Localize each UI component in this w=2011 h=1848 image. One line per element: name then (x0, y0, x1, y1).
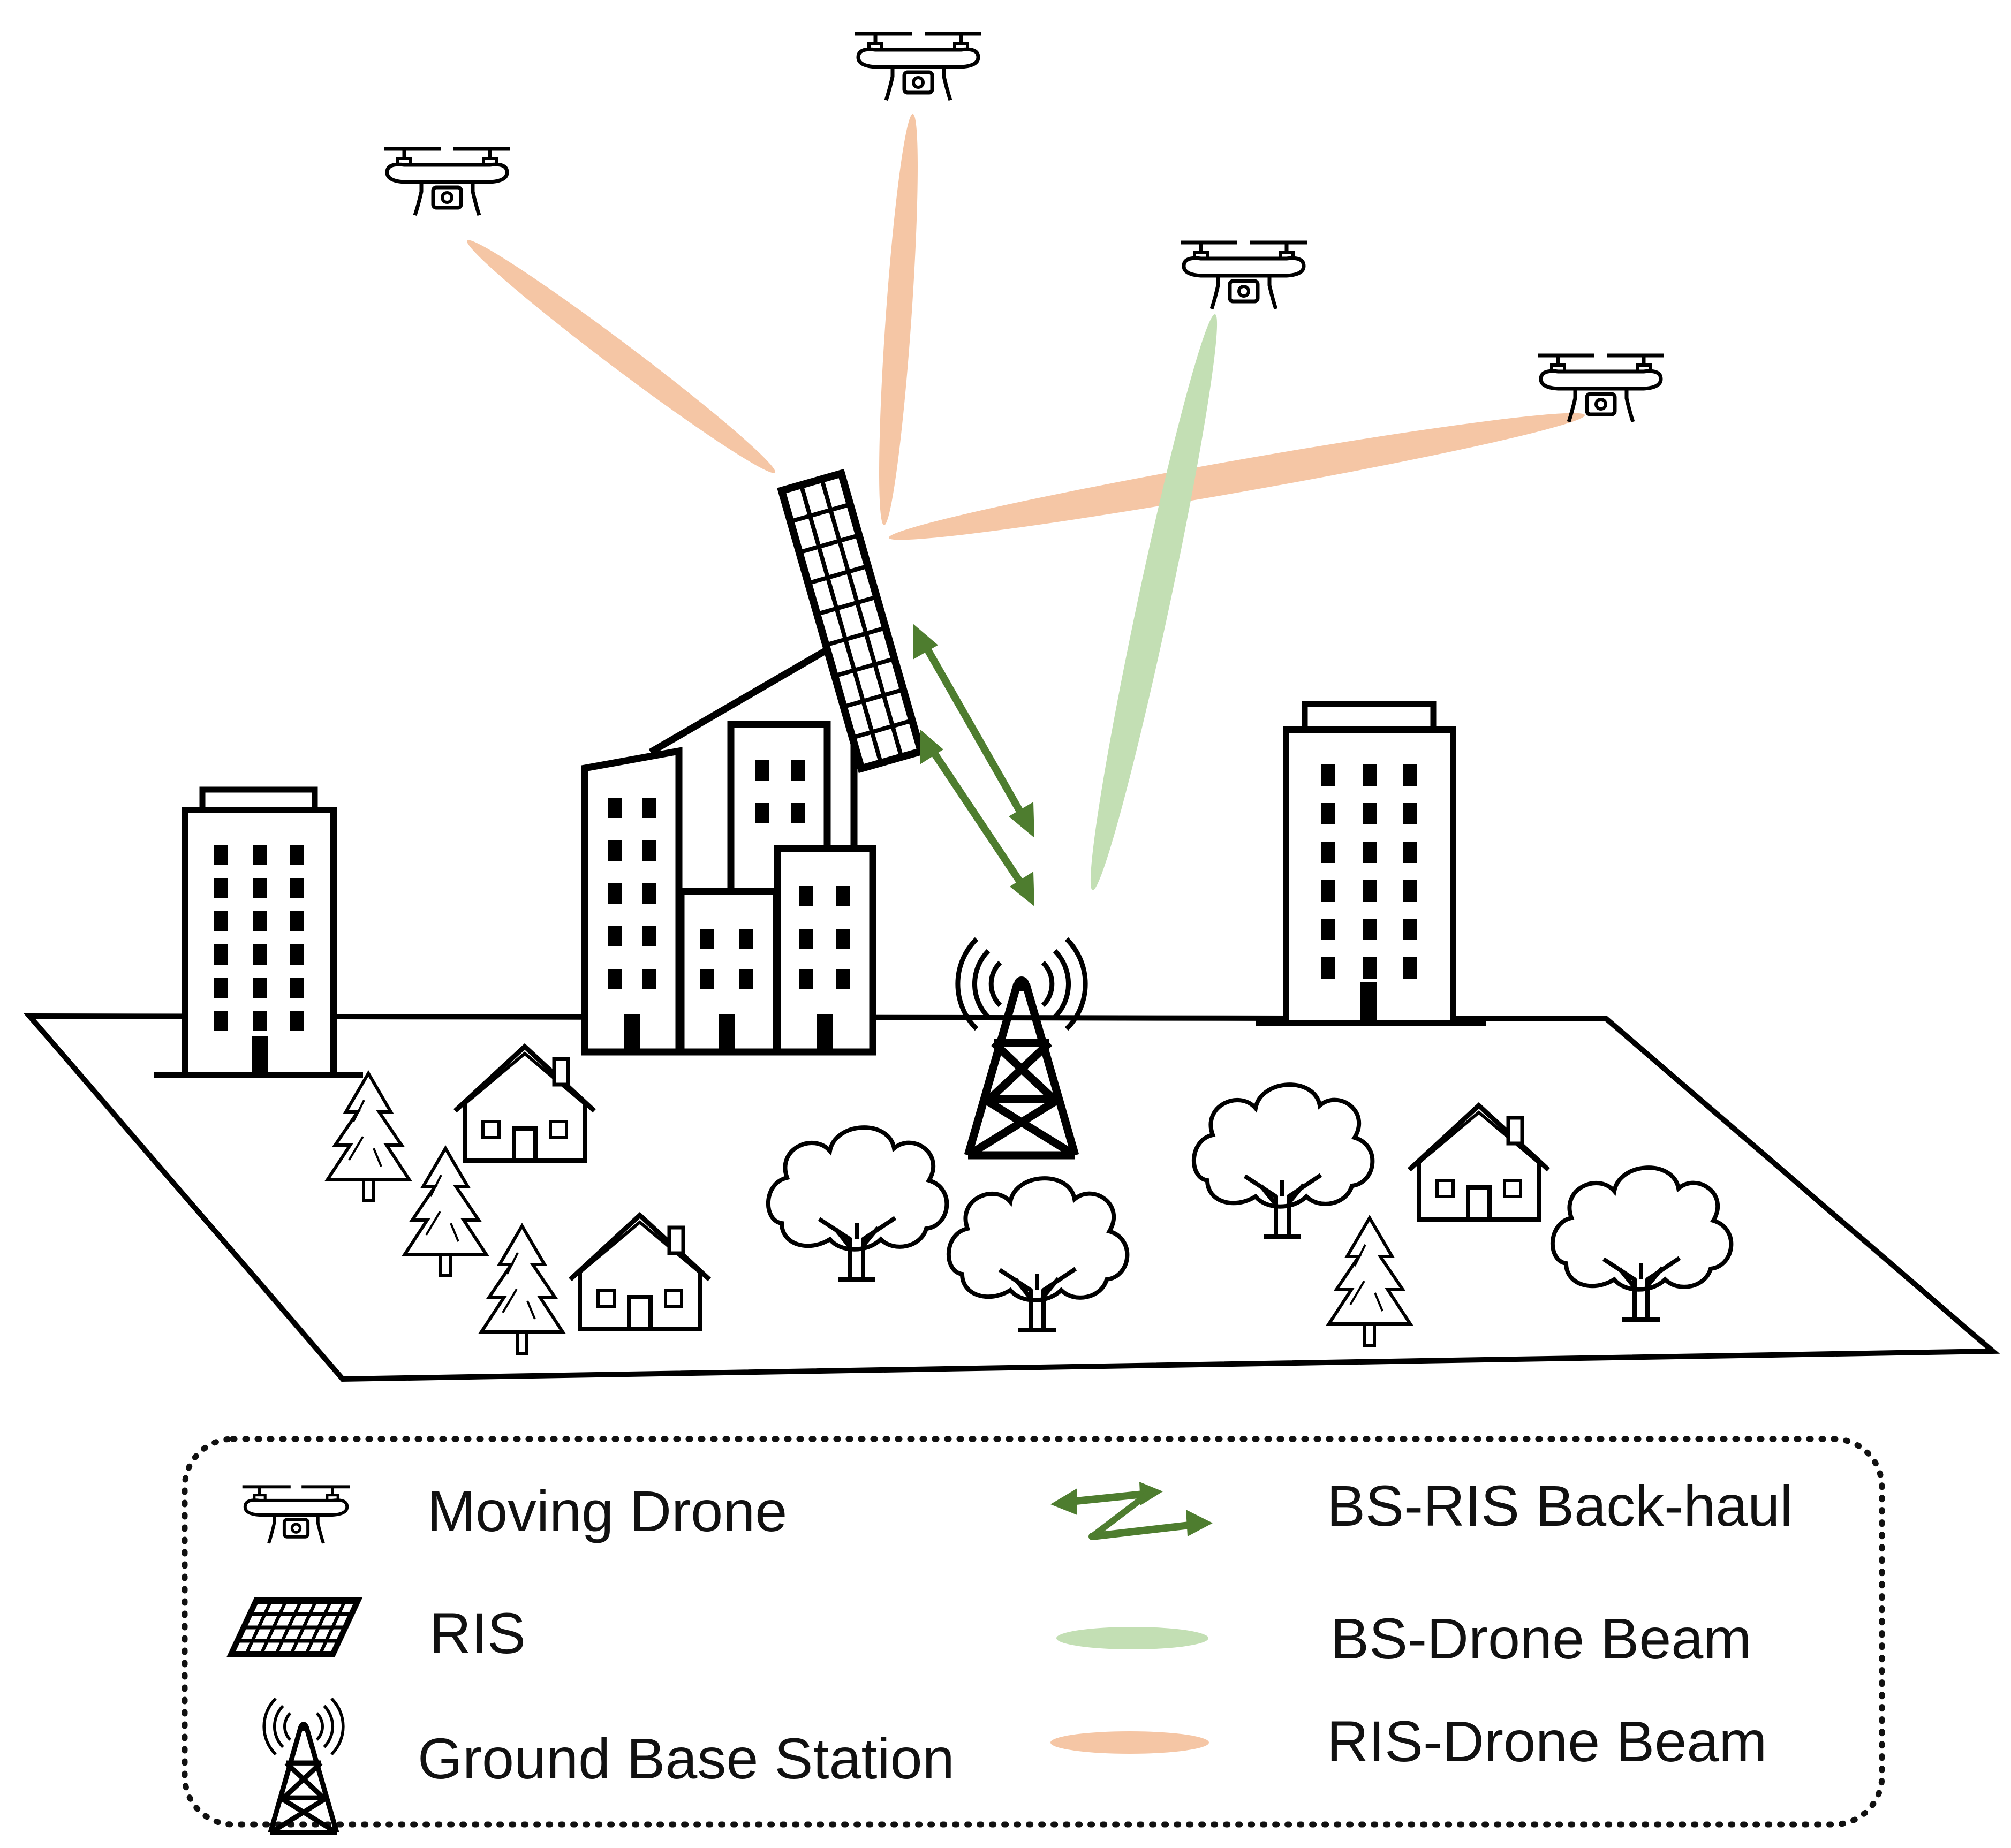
bs-ris-backhaul (913, 624, 1034, 906)
legend-orange-beam-icon (1050, 1731, 1209, 1754)
legend-ris-panel-icon (226, 1597, 363, 1657)
legend-label-bs-drone-beam: BS-Drone Beam (1330, 1606, 1751, 1671)
ris-drone-beams (467, 113, 1585, 540)
ris-drone-beam-2 (879, 113, 918, 526)
building-left (154, 786, 363, 1078)
legend-backhaul-arrow-icon (1050, 1482, 1213, 1540)
legend-label-ris: RIS (429, 1601, 526, 1665)
legend-green-beam-icon (1056, 1627, 1208, 1649)
ris-drone-beam-1 (467, 240, 775, 473)
legend-label-ground-base-station: Ground Base Station (418, 1726, 955, 1791)
legend: Moving Drone RIS Ground Base Station BS-… (182, 1436, 1885, 1832)
drone-4 (1538, 355, 1664, 422)
building-cluster-center (581, 621, 876, 1056)
legend-base-station-icon (264, 1699, 343, 1832)
building-right (1256, 701, 1486, 1026)
ris-panel (777, 468, 926, 774)
legend-label-bs-ris-backhaul: BS-RIS Back-haul (1327, 1473, 1793, 1538)
bs-drone-beam-3 (1090, 314, 1218, 891)
bs-drone-beams (1090, 314, 1218, 891)
legend-border (182, 1436, 1885, 1828)
ris-drone-beam-4 (889, 413, 1585, 540)
legend-label-moving-drone: Moving Drone (427, 1479, 787, 1543)
drone-1 (384, 149, 510, 215)
legend-label-ris-drone-beam: RIS-Drone Beam (1327, 1709, 1767, 1774)
legend-drone-icon (243, 1487, 350, 1543)
drone-2 (855, 34, 981, 100)
drone-3 (1181, 243, 1307, 309)
